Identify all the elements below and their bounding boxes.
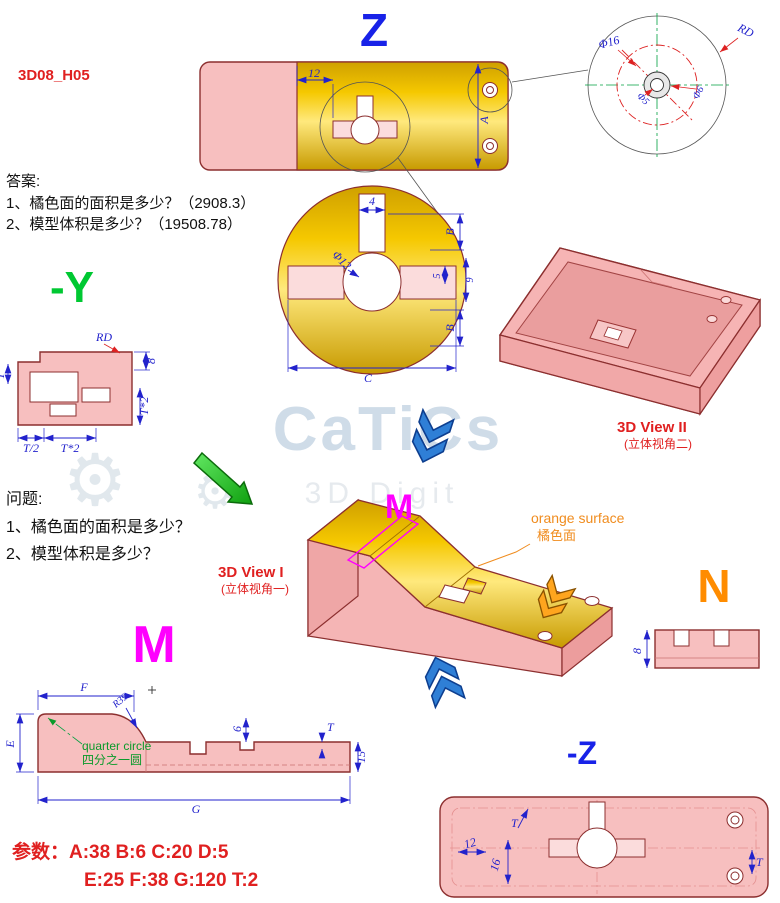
neg-y-view: RD 8 T T/2 T*2 T*2 <box>0 330 158 455</box>
dim-T: T <box>0 371 7 379</box>
view-2-3d: 3D View II (立体视角二) <box>498 247 762 451</box>
dim-T-half: T/2 <box>23 441 39 455</box>
dim-rd: RD <box>735 20 757 40</box>
view-2-label: 3D View II <box>617 419 687 436</box>
axis-label-neg-z: -Z <box>567 735 597 771</box>
answer-line-2: 2、模型体积是多少？（19508.78） <box>6 216 242 233</box>
view-1-sublabel: (立体视角一) <box>221 581 289 596</box>
view-2-sublabel: (立体视角二) <box>624 436 692 451</box>
axis-label-z: Z <box>360 4 388 56</box>
answers-block: 答案: 1、橘色面的面积是多少？（2908.3） 2、模型体积是多少？（1950… <box>6 172 255 233</box>
dim-T-top: T <box>511 816 519 830</box>
questions-heading: 问题: <box>6 490 42 508</box>
detail-circle-marker <box>319 81 411 173</box>
dim-9: 9 <box>465 278 476 283</box>
params-line-1: 参数：A:38 B:6 C:20 D:5 <box>12 840 229 863</box>
watermark: ⚙ ⚙ CaTiCs 3D Digit <box>63 395 504 521</box>
dim-E: E <box>3 740 17 749</box>
dim-B-top: B <box>443 228 457 236</box>
answer-line-1: 1、橘色面的面积是多少？（2908.3） <box>6 195 255 212</box>
axis-label-neg-y: -Y <box>50 263 94 312</box>
dim-T-right: T <box>756 855 764 869</box>
dim-G: G <box>192 802 201 816</box>
dim-4: 4 <box>369 194 375 208</box>
answers-heading: 答案: <box>6 172 40 190</box>
dim-T2-bottom: T*2 <box>61 441 80 455</box>
m-section-plane <box>346 515 420 569</box>
dim-15: 15 <box>354 751 368 763</box>
dim-rd: RD <box>95 330 112 344</box>
gear-icon: ⚙ <box>63 441 128 521</box>
watermark-brand: CaTiCs <box>273 395 504 464</box>
dim-F: F <box>79 680 88 694</box>
parameters-block: 参数：A:38 B:6 C:20 D:5 E:25 F:38 G:120 T:2 <box>12 840 258 891</box>
n-view: 8 <box>630 629 760 669</box>
question-line-1: 1、橘色面的面积是多少？ <box>6 518 191 536</box>
detail-circle-marker <box>467 67 513 113</box>
quarter-circle-label-en: quarter circle <box>82 739 152 753</box>
dim-A: A <box>477 116 491 125</box>
center-boss <box>462 577 487 595</box>
dim-12: 12 <box>462 835 477 852</box>
detail-view-hole: Φ16 Φ5 Φ6 RD <box>585 13 757 157</box>
x-axis-arrow-icon <box>192 451 254 505</box>
params-line-2: E:25 F:38 G:120 T:2 <box>84 870 258 891</box>
center-slot <box>438 584 471 604</box>
m-view: R39 quarter circle 四分之一圆 F E G T 6 15 <box>3 680 368 816</box>
m-plane-label: M <box>385 488 413 526</box>
dim-12: 12 <box>308 66 320 80</box>
detail-view-slot: 4 Φ12 B 5 9 B C <box>277 185 476 385</box>
axis-label-n: N <box>697 560 730 612</box>
dim-C: C <box>364 371 373 385</box>
dim-T2-right: T*2 <box>137 397 151 416</box>
dim-8: 8 <box>144 358 158 364</box>
top-view: 12 A <box>199 61 589 217</box>
view-1-label: 3D View I <box>218 564 284 581</box>
orange-surface-label-en: orange surface <box>531 510 625 526</box>
axis-label-m: M <box>132 616 175 674</box>
neg-z-arrow-icon <box>420 652 466 709</box>
orange-surface-label-zh: 橘色面 <box>537 528 576 543</box>
dim-T: T <box>327 720 335 734</box>
watermark-sub: 3D Digit <box>305 477 460 510</box>
question-line-2: 2、模型体积是多少？ <box>6 545 159 563</box>
quarter-circle-label-zh: 四分之一圆 <box>82 753 142 767</box>
orange-surface-leader <box>477 543 531 567</box>
dim-8: 8 <box>630 648 644 654</box>
dim-R39: R39 <box>110 692 130 711</box>
dim-phi6: Φ6 <box>691 85 707 101</box>
dim-16: 16 <box>487 857 504 872</box>
questions-block: 问题: 1、橘色面的面积是多少？ 2、模型体积是多少？ <box>6 490 191 563</box>
dim-6: 6 <box>230 726 244 732</box>
view-1-3d: M 3D View I (立体视角一) orange surface 橘色面 <box>218 488 625 678</box>
dim-5: 5 <box>432 274 443 279</box>
dim-B-bottom: B <box>443 324 457 332</box>
doc-id: 3D08_H05 <box>18 67 90 84</box>
dim-phi16: Φ16 <box>597 33 621 52</box>
neg-z-view: T 12 16 T <box>439 796 769 898</box>
